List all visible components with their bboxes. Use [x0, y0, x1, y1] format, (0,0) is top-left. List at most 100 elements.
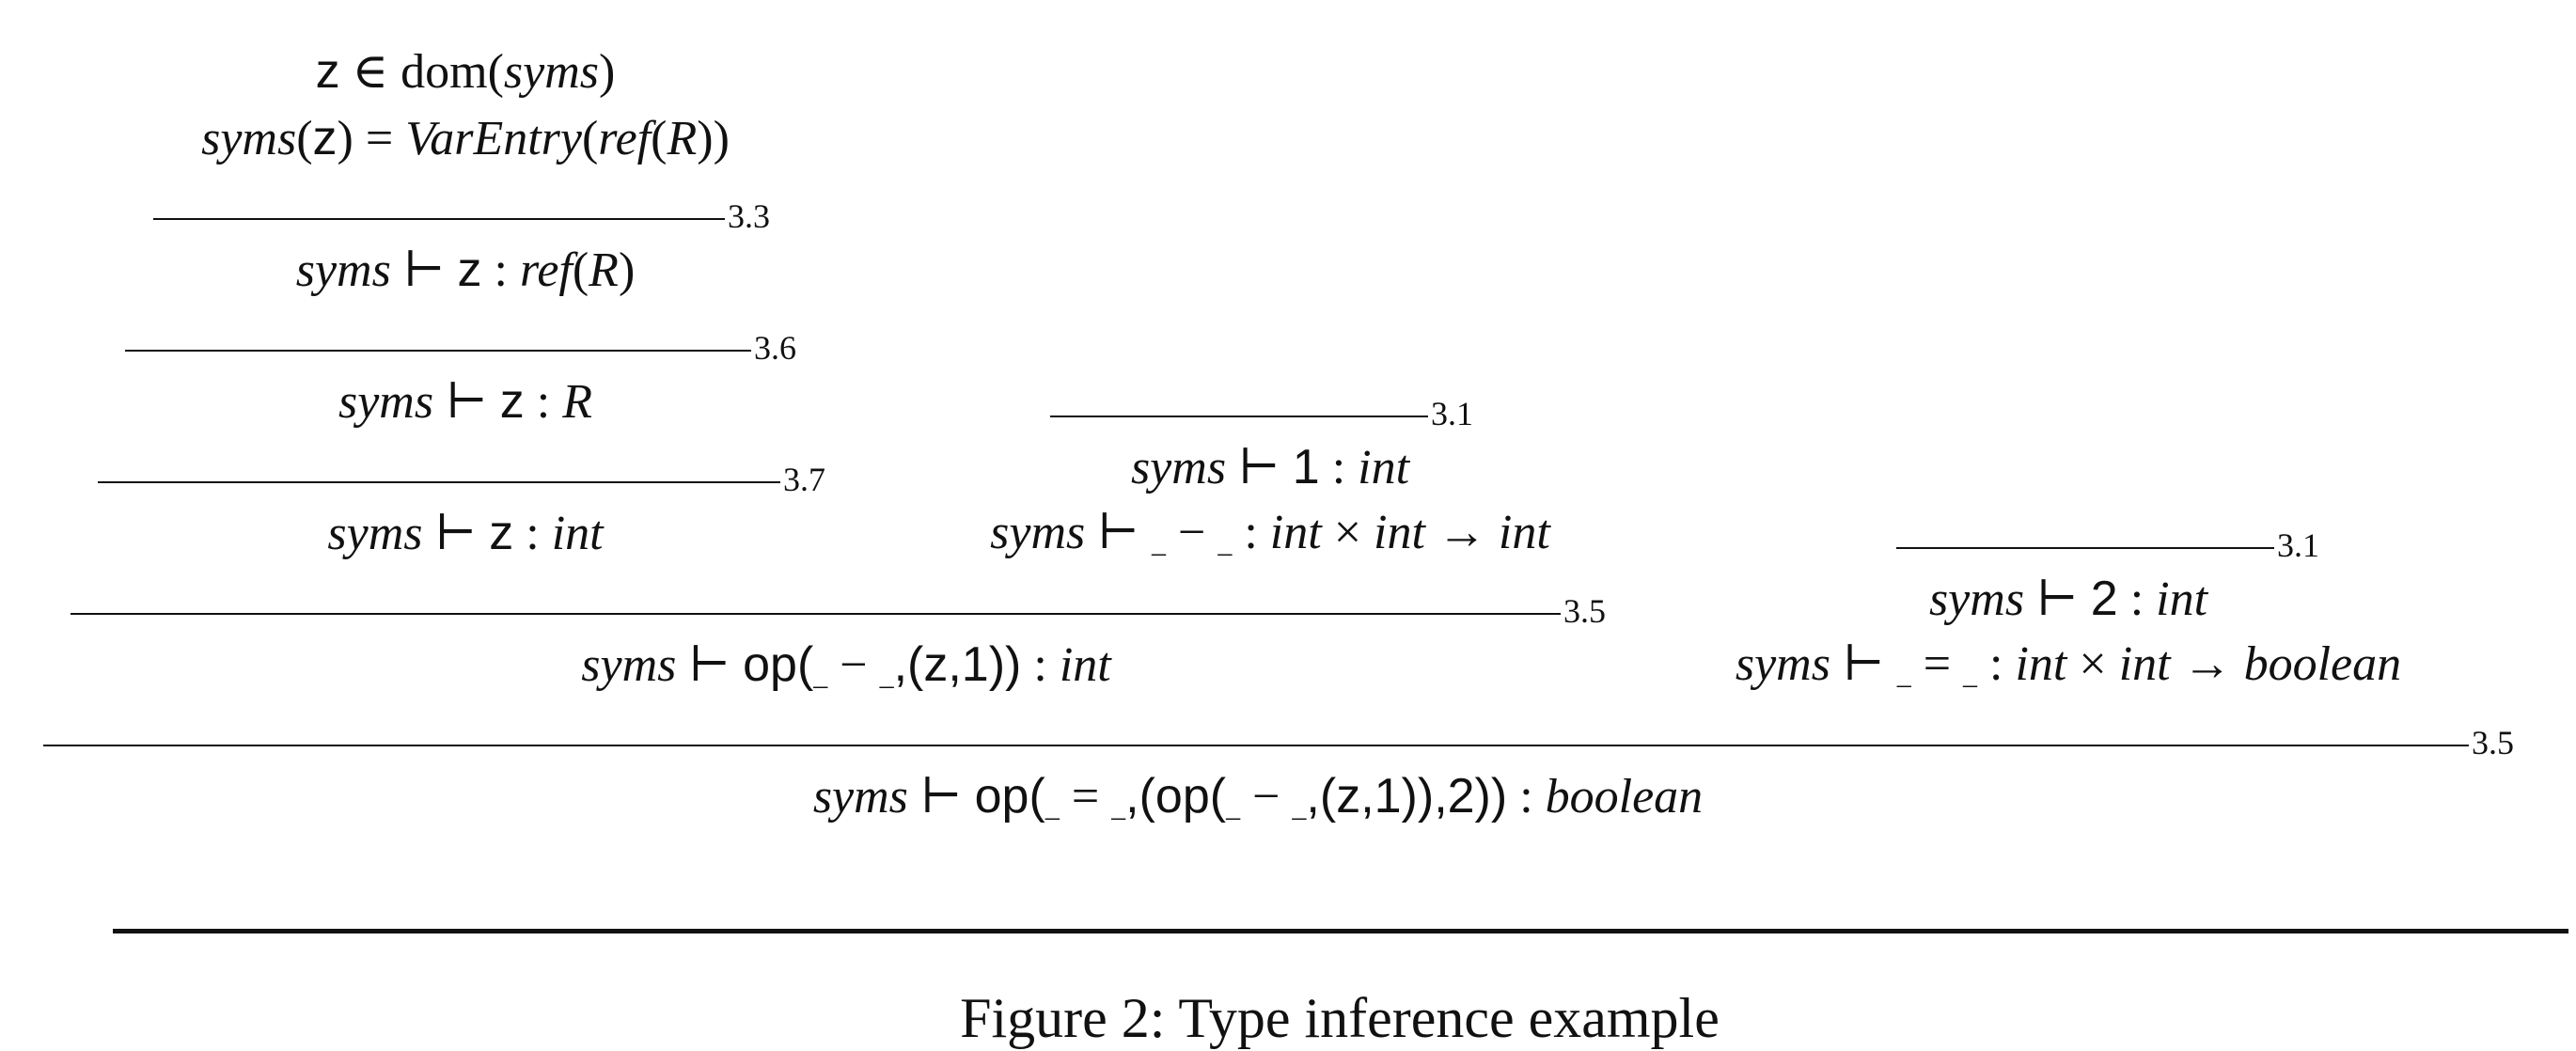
syms-text: syms: [503, 45, 600, 99]
type-int: int: [1269, 506, 1322, 559]
hole-symbol: _: [1292, 792, 1307, 823]
hole-symbol: _: [1152, 527, 1166, 558]
rule-label-3-6: 3.6: [754, 329, 796, 367]
type-r: R: [589, 243, 619, 297]
inference-line-3-6: [125, 350, 751, 352]
premise-z-in-dom: z ∈ dom(syms): [316, 41, 616, 102]
lparen: (: [1029, 769, 1045, 824]
rule-label-3-1-b: 3.1: [2277, 526, 2319, 564]
lparen: (: [572, 243, 589, 297]
times-symbol: ×: [2079, 637, 2107, 691]
type-int: int: [1374, 506, 1425, 559]
colon-symbol: :: [1033, 638, 1047, 692]
ref-text: ref: [598, 112, 652, 165]
eq-symbol: =: [1071, 770, 1100, 824]
hole-symbol: _: [1217, 527, 1233, 558]
inference-line-3-5-a: [71, 613, 1561, 615]
inference-line-3-5-b: [43, 745, 2469, 746]
judgement-minus-type: syms ⊢ _ − _ : int × int → int: [990, 503, 1550, 573]
type-int: int: [2156, 573, 2208, 626]
colon-symbol: :: [1989, 637, 2003, 691]
comma: ,: [1125, 769, 1139, 824]
lparen: (: [296, 112, 313, 165]
var-z: z: [315, 44, 340, 99]
lparen: (: [1139, 769, 1155, 824]
comma: ,: [893, 637, 908, 692]
literal-two: 2: [2090, 572, 2118, 626]
inference-line-3-7: [98, 481, 780, 483]
hole-symbol: _: [1896, 659, 1911, 690]
eq-symbol: =: [1923, 637, 1952, 691]
syms-text: syms: [581, 638, 677, 692]
figure-caption: Figure 2: Type inference example: [960, 987, 1720, 1049]
eq-symbol: =: [365, 112, 394, 165]
times-symbol: ×: [1333, 506, 1362, 559]
rule-label-3-1-a: 3.1: [1431, 395, 1473, 432]
judgement-one-int: syms ⊢ 1 : int: [1131, 437, 1409, 498]
colon-symbol: :: [1331, 441, 1346, 494]
hole-symbol: _: [813, 660, 828, 691]
judgement-op-minus: syms ⊢ op(_ − _,(z,1)) : int: [581, 635, 1110, 706]
lparen: (: [796, 637, 814, 692]
colon-symbol: :: [2129, 573, 2144, 626]
colon-symbol: :: [1244, 506, 1258, 559]
lparen: (: [581, 112, 599, 165]
op-keyword: op: [1154, 769, 1210, 824]
turnstile-symbol: ⊢: [402, 243, 446, 297]
lparen: (: [1209, 769, 1227, 824]
hole-symbol: _: [1045, 792, 1060, 823]
comma: ,: [1306, 769, 1320, 824]
hole-symbol: _: [879, 660, 894, 691]
turnstile-symbol: ⊢: [2036, 573, 2079, 626]
judgement-two-int: syms ⊢ 2 : int: [1929, 569, 2207, 630]
inference-line-3-1-a: [1050, 416, 1428, 417]
inference-line-3-1-b: [1896, 547, 2274, 549]
rule-label-3-5-b: 3.5: [2472, 724, 2514, 761]
syms-text: syms: [295, 243, 391, 297]
arrow-symbol: →: [2182, 637, 2232, 691]
judgement-root-conclusion: syms ⊢ op(_ = _,(op(_ − _,(z,1)),2)) : b…: [813, 766, 1703, 838]
rparen: ): [697, 112, 714, 165]
rparen: ): [337, 112, 353, 165]
syms-text: syms: [338, 375, 434, 429]
var-z: z: [457, 243, 482, 297]
var-z: z: [312, 111, 338, 165]
var-z: z: [489, 506, 514, 560]
rule-label-3-7: 3.7: [783, 461, 825, 498]
type-r: R: [562, 375, 593, 429]
syms-text: syms: [1130, 441, 1227, 494]
colon-symbol: :: [536, 375, 551, 429]
minus-symbol: −: [1178, 506, 1206, 559]
syms-text: syms: [1735, 637, 1830, 691]
type-int: int: [1059, 638, 1111, 692]
syms-text: syms: [1928, 573, 2025, 626]
rparen: ): [618, 243, 636, 297]
judgement-z-int: syms ⊢ z : int: [327, 503, 603, 564]
ref-text: ref: [520, 243, 573, 297]
judgement-eq-type: syms ⊢ _ = _ : int × int → boolean: [1736, 635, 2401, 705]
hole-symbol: _: [1963, 659, 1978, 690]
premise-syms-lookup: syms(z) = VarEntry(ref(R)): [201, 108, 730, 169]
hole-symbol: _: [1111, 792, 1126, 823]
rparen: ): [713, 112, 730, 165]
turnstile-symbol: ⊢: [434, 507, 478, 560]
op-keyword: op: [974, 769, 1029, 824]
hole-symbol: _: [1226, 792, 1241, 823]
turnstile-symbol: ⊢: [919, 770, 963, 824]
syms-text: syms: [201, 112, 297, 165]
minus-symbol: −: [840, 638, 868, 692]
type-int: int: [2015, 637, 2067, 691]
turnstile-symbol: ⊢: [1238, 441, 1280, 494]
type-boolean: boolean: [2243, 637, 2402, 691]
judgement-z-r: syms ⊢ z : R: [338, 371, 592, 432]
syms-text: syms: [327, 507, 423, 560]
arrow-symbol: →: [1437, 506, 1486, 559]
type-int: int: [2118, 637, 2171, 691]
syms-text: syms: [812, 770, 908, 824]
type-int: int: [551, 507, 604, 560]
type-int: int: [1498, 506, 1550, 559]
type-boolean: boolean: [1545, 770, 1704, 824]
rule-label-3-3: 3.3: [728, 197, 770, 235]
rparen: ): [599, 45, 616, 99]
dom-keyword: dom: [401, 45, 488, 99]
